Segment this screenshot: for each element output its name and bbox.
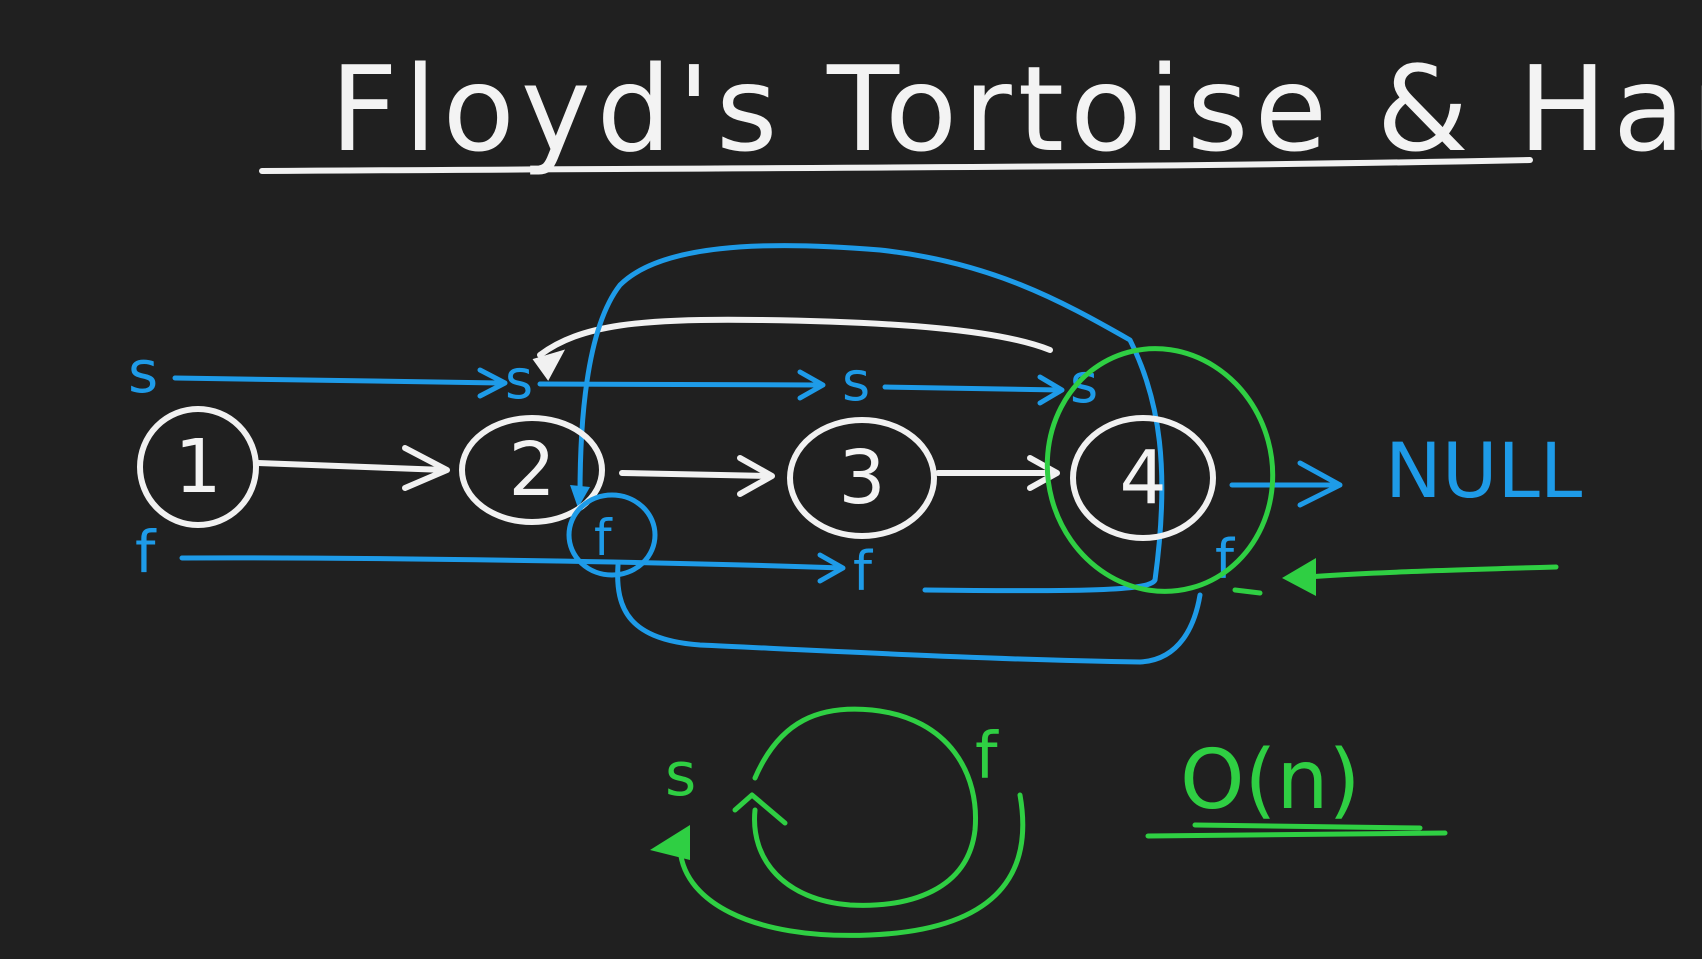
meeting-arrowhead — [1282, 558, 1316, 596]
cycle-inner-arrowhead — [732, 792, 788, 826]
next-arrowhead-3-4 — [1027, 455, 1060, 491]
meeting-point-circle — [1044, 346, 1276, 594]
fast-label-node2: f — [594, 509, 613, 567]
complexity-label: O(n) — [1180, 733, 1361, 828]
cycle-slow-label: s — [665, 740, 696, 810]
next-arrowhead-1-2 — [402, 445, 450, 491]
cycle-outer-loop — [677, 792, 1026, 938]
slow-arrow-3 — [882, 384, 1063, 393]
null-arrowhead — [1297, 460, 1343, 508]
cycle-fast-label: f — [975, 720, 999, 794]
fast-loop-arrowhead — [570, 485, 590, 508]
slow-arrowhead-3 — [1037, 374, 1065, 406]
fast-loop-path-top — [577, 243, 1165, 594]
cycle-arrowhead — [532, 349, 566, 381]
node-label-2: 2 — [508, 427, 555, 513]
complexity-underline-1 — [1145, 830, 1448, 839]
next-arrow-1-2 — [255, 460, 448, 473]
slow-arrow-1 — [172, 375, 503, 386]
complexity-note: O(n) — [1145, 733, 1448, 839]
cycle-inner-loop — [752, 706, 979, 908]
slow-arrow-2 — [537, 381, 823, 388]
fast-pointer-row: f f f — [135, 518, 1236, 603]
next-arrowhead-2-3 — [737, 455, 775, 497]
cycle-outer-arrowhead — [650, 825, 690, 860]
node-circle-3 — [787, 417, 937, 539]
meeting-point-mark — [1232, 587, 1263, 596]
slow-label-node3: s — [842, 350, 870, 413]
linked-list: 1 2 3 4 — [137, 406, 1216, 541]
node-label-1: 1 — [174, 424, 221, 510]
node-label-3: 3 — [838, 435, 885, 521]
fast-label-node3: f — [853, 540, 874, 603]
page-title: Floyd's Tortoise & Hare — [330, 40, 1702, 178]
cycle-arrow-4-to-2 — [537, 316, 1053, 358]
slow-arrowhead-2 — [797, 369, 826, 401]
cycle-illustration: s f — [650, 706, 1026, 938]
fast-marker-circle — [566, 492, 658, 578]
node-circle-4 — [1070, 415, 1216, 541]
slow-arrowhead-1 — [477, 367, 508, 399]
complexity-underline-2 — [1192, 822, 1423, 831]
title-underline — [259, 157, 1533, 174]
meeting-arrow — [1292, 564, 1559, 581]
fast-arrowhead-1 — [817, 552, 846, 584]
slow-label-start: s — [128, 338, 158, 406]
fast-label-start: f — [135, 518, 157, 586]
fast-loop-path-bottom — [615, 562, 1203, 665]
node-label-4: 4 — [1119, 435, 1166, 521]
slow-pointer-row: s s s s — [128, 338, 1098, 415]
fast-arrow-1 — [179, 555, 845, 571]
node-circle-1 — [137, 406, 259, 528]
fast-label-node4: f — [1215, 528, 1236, 591]
node-circle-2 — [459, 415, 605, 525]
next-arrow-2-3 — [619, 470, 773, 479]
null-label: NULL — [1385, 426, 1582, 515]
slow-label-node2: s — [505, 348, 533, 411]
